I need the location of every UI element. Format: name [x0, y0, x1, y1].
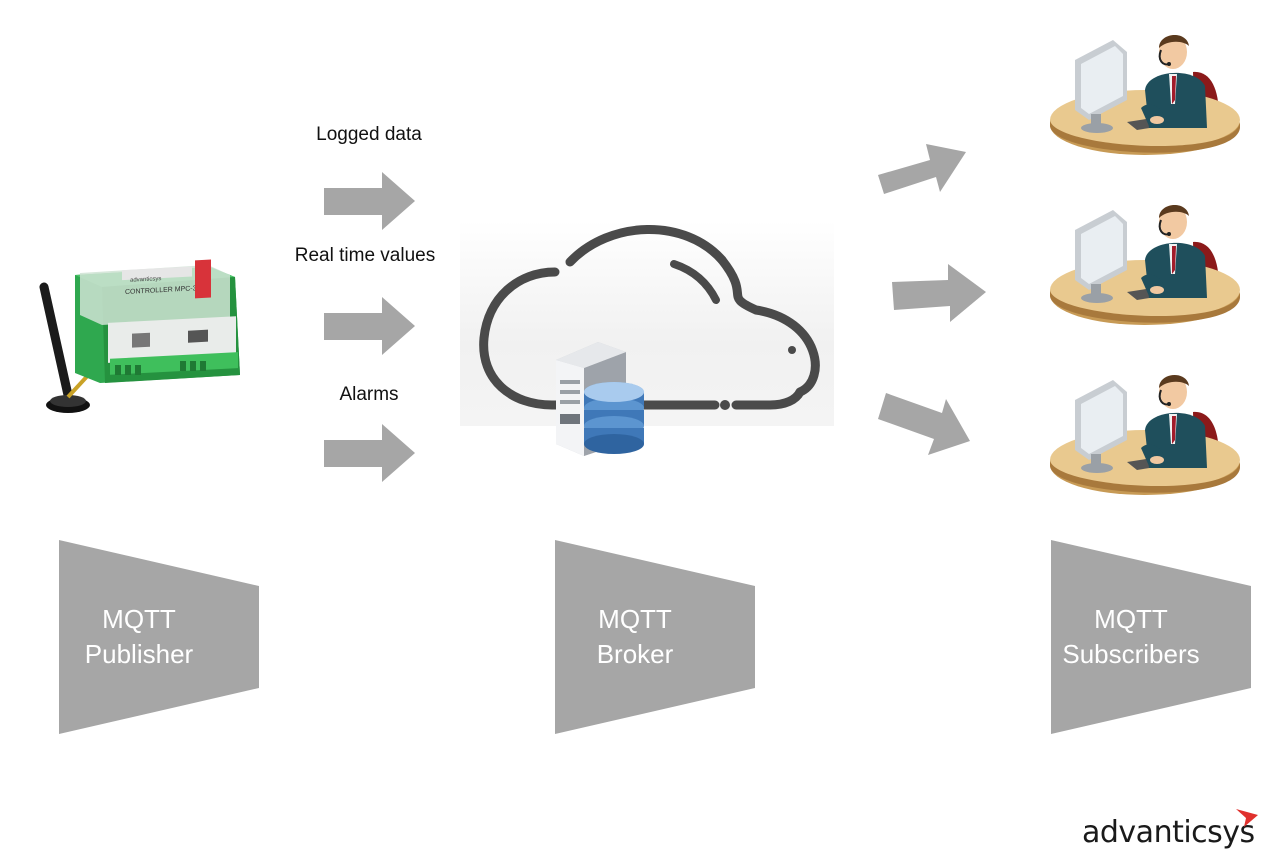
- stage-broker-line1: MQTT: [598, 604, 672, 634]
- stage-subscribers: MQTT Subscribers: [1051, 540, 1251, 734]
- controller-device: CONTROLLER MPC-330 advanticsys: [30, 255, 245, 425]
- stage-publisher-line2: Publisher: [84, 639, 194, 669]
- stage-broker: MQTT Broker: [555, 540, 755, 734]
- device-model-label: CONTROLLER MPC-330: [125, 285, 204, 296]
- flow-label-real-time-values: Real time values: [294, 245, 436, 266]
- cloud-icon: [479, 225, 820, 410]
- flow-label-logged-data: Logged data: [316, 124, 422, 145]
- broker-cloud-panel: [460, 220, 834, 426]
- stage-subscribers-line1: MQTT: [1094, 604, 1168, 634]
- server-database-icon: [556, 342, 644, 456]
- stage-publisher-line1: MQTT: [102, 604, 176, 634]
- stage-subscribers-line2: Subscribers: [1062, 639, 1200, 669]
- arrow-alarms: [324, 424, 415, 482]
- stage-broker-line2: Broker: [596, 639, 674, 669]
- arrow-logged-data: [324, 172, 415, 230]
- logo-text: advanticsys: [1082, 815, 1255, 850]
- arrow-to-subscriber-3: [878, 393, 970, 455]
- subscriber-operator-1: [1049, 33, 1241, 156]
- subscriber-operator-2: [1049, 203, 1241, 326]
- flow-label-alarms: Alarms: [339, 384, 399, 405]
- device-brand-label: advanticsys: [130, 276, 161, 284]
- logo-arrow-icon: [1236, 809, 1258, 827]
- stage-publisher: MQTT Publisher: [59, 540, 259, 734]
- arrow-to-subscriber-1: [878, 144, 966, 194]
- advanticsys-logo: advanticsys: [1080, 805, 1260, 850]
- arrow-to-subscriber-2: [892, 264, 986, 322]
- subscriber-operator-3: [1049, 373, 1241, 496]
- arrow-real-time-values: [324, 297, 415, 355]
